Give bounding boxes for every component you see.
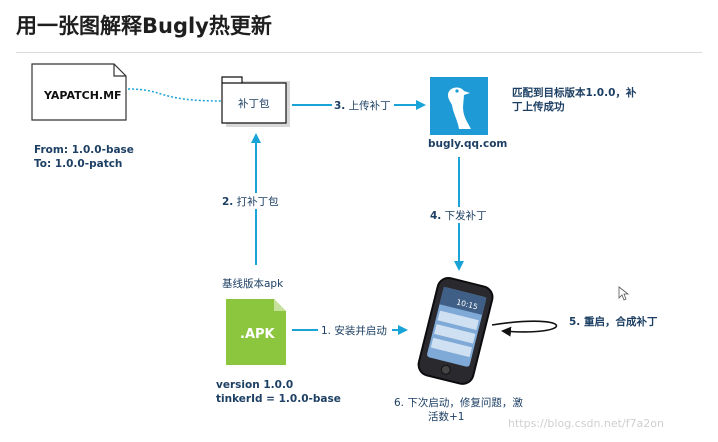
step1-label: 1. 安装并启动 [321,324,387,337]
title-divider [16,52,702,53]
manifest-file-name: YAPATCH.MF [43,89,122,102]
patch-to-label: To: 1.0.0-patch [34,158,122,170]
manifest-file-icon [31,63,127,121]
step2-label: 2. 打补丁包 [222,195,279,208]
step6-line2: 活数+1 [428,410,464,423]
bugly-logo-icon [430,77,488,135]
step4-label: 4. 下发补丁 [430,209,487,222]
phone-icon [417,276,494,385]
step6-line1: 6. 下次启动，修复问题，激 [394,396,523,409]
base-apk-tinker-id: tinkerId = 1.0.0-base [216,393,341,405]
step3-label-bg [332,97,394,113]
step3-label: 3. 上传补丁 [334,99,391,112]
base-apk-version: version 1.0.0 [216,379,293,391]
diagram-canvas: YAPATCH.MF From: 1.0.0-base To: 1.0.0-pa… [31,63,664,430]
step4-label-bg [426,207,492,223]
bugly-match-line1: 匹配到目标版本1.0.0，补 [512,86,637,99]
bugly-host: bugly.qq.com [428,138,507,150]
patch-package-label: 补丁包 [238,97,270,110]
arrow-restart-loop [491,320,558,337]
apk-file-icon [226,299,286,365]
base-apk-caption: 基线版本apk [222,277,284,290]
step2-label-bg [219,193,289,209]
dotted-connector [127,88,223,102]
diagram-panel: YAPATCH.MF From: 1.0.0-base To: 1.0.0-pa… [16,57,702,435]
page-title: 用一张图解释Bugly热更新 [16,14,272,38]
patch-package-icon [221,76,290,127]
step1-label-bg [318,322,392,338]
apk-icon-text: .APK [240,327,276,342]
patch-from-label: From: 1.0.0-base [34,144,134,156]
watermark: https://blog.csdn.net/f7a2on [508,417,664,430]
bugly-match-line2: 丁上传成功 [512,100,565,113]
mouse-cursor-icon [618,286,630,301]
step5-label: 5. 重启，合成补丁 [569,315,658,328]
